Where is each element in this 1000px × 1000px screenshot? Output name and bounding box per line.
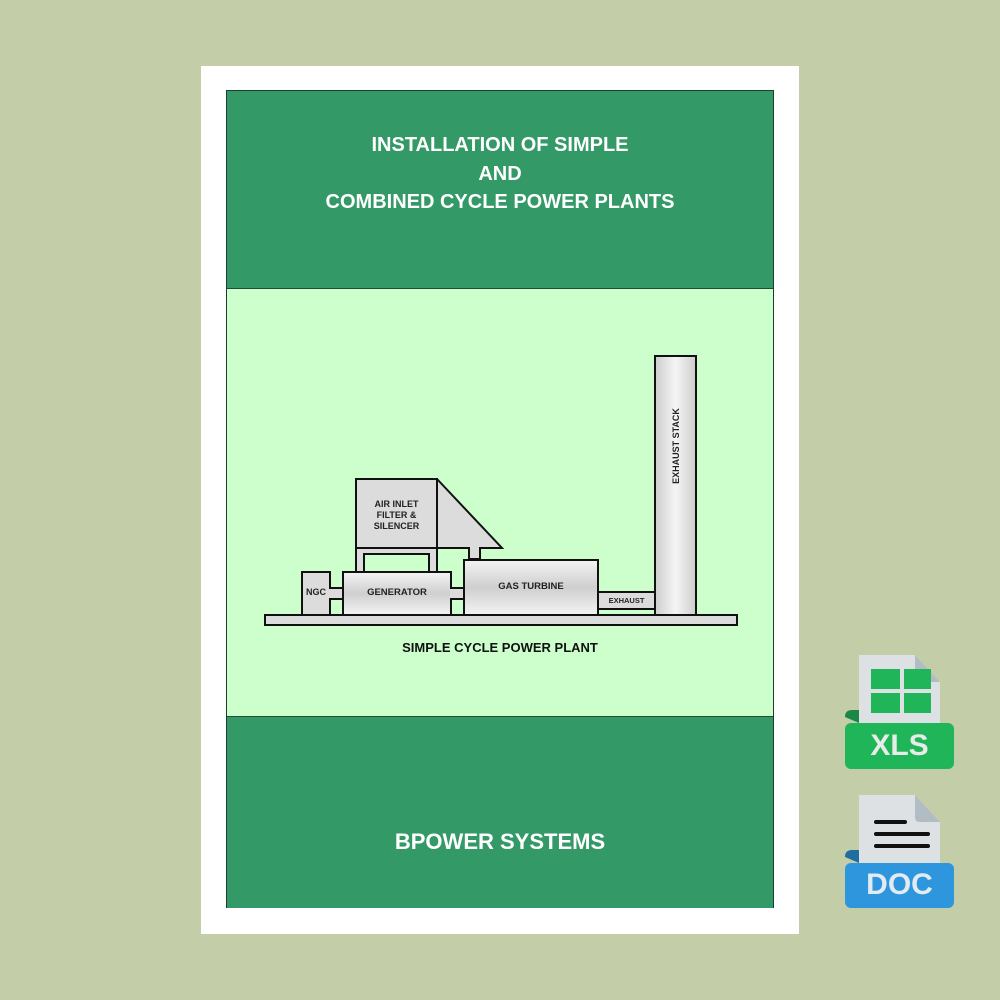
document-title: INSTALLATION OF SIMPLE AND COMBINED CYCL… [227,131,773,217]
footer-band: BPOWER SYSTEMS [227,716,773,908]
title-line-3: COMBINED CYCLE POWER PLANTS [325,191,675,213]
inlet-duct-frame [355,547,438,573]
cover-page: INSTALLATION OF SIMPLE AND COMBINED CYCL… [226,90,774,908]
ngc-label: NGC [306,587,326,597]
title-line-2: AND [478,162,522,185]
xls-label: XLS [870,729,929,762]
gas-turbine-label: GAS TURBINE [498,581,564,592]
air-inlet-label-3: SILENCER [373,521,420,531]
exhaust-duct: EXHAUST [597,591,656,610]
exhaust-stack-label: EXHAUST STACK [670,407,681,484]
base-platform [264,614,738,626]
spreadsheet-file-icon [845,655,954,769]
title-line-1: INSTALLATION OF SIMPLE [371,134,629,156]
company-name: BPOWER SYSTEMS [394,829,606,854]
doc-download-button[interactable]: DOC [845,795,955,910]
generator-coupling [450,587,464,600]
doc-label: DOC [866,868,933,901]
air-inlet-label-2: FILTER & [376,510,417,520]
diagram-area: AIR INLET FILTER & SILENCER NGC GENERATO… [227,289,773,716]
generator-label: GENERATOR [367,587,427,598]
ngc-box: NGC [301,571,331,616]
air-inlet-label-1: AIR INLET [374,499,419,509]
gas-turbine-box: GAS TURBINE [463,559,599,616]
exhaust-label: EXHAUST [608,596,645,605]
exhaust-stack: EXHAUST STACK [654,355,697,616]
diagram-caption: SIMPLE CYCLE POWER PLANT [402,640,598,655]
inlet-hood-shape [436,478,505,549]
ngc-coupling [329,587,343,600]
air-inlet-filter-box: AIR INLET FILTER & SILENCER [355,478,438,549]
xls-download-button[interactable]: XLS [845,655,955,770]
title-band: INSTALLATION OF SIMPLE AND COMBINED CYCL… [227,91,773,289]
document-file-icon [845,795,954,908]
generator-box: GENERATOR [342,571,452,616]
